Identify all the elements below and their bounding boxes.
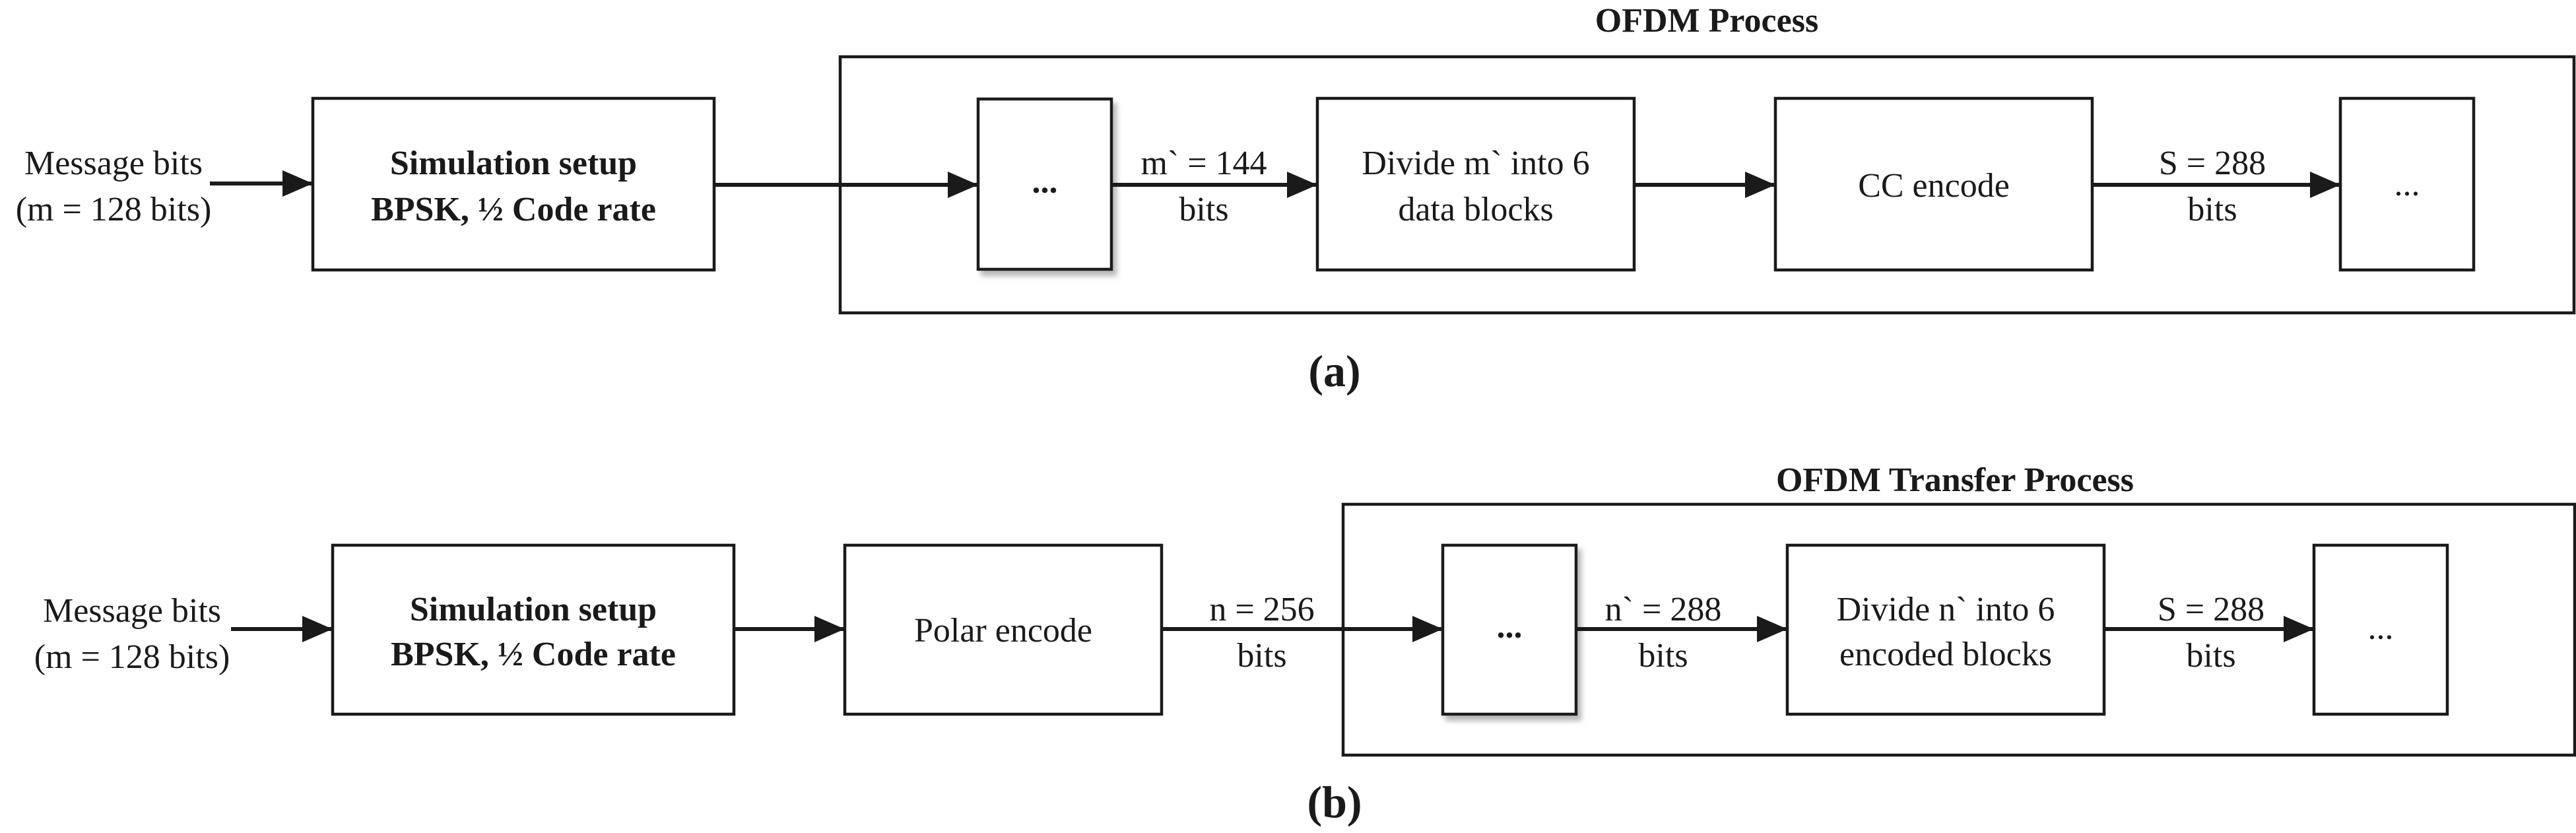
edge-m-prime-line2: bits [1179, 191, 1228, 228]
ellipsis-right: ... [2394, 166, 2420, 203]
ellipsis-left-b: ... [1497, 608, 1523, 646]
ofdm-process-title: OFDM Process [1595, 2, 1818, 40]
input-label-line1: Message bits [24, 145, 203, 182]
edge-n-line2: bits [1237, 637, 1286, 675]
ellipsis-left: ... [1032, 163, 1058, 201]
ellipsis-box-left-b [1441, 543, 1578, 716]
edge-s-line1: S = 288 [2159, 145, 2266, 182]
edge-n-prime-line2: bits [1638, 637, 1688, 675]
panel-a: OFDM Process Message bits (m = 128 bits)… [16, 2, 2576, 396]
divide-data-blocks-box [1315, 96, 1636, 272]
simulation-setup-box [311, 96, 716, 272]
divide-line2: data blocks [1398, 191, 1553, 228]
ellipsis-box-left [976, 97, 1113, 271]
cc-encode-label: CC encode [1858, 167, 2010, 205]
input-label-line2: (m = 128 bits) [16, 191, 212, 228]
polar-encode-label: Polar encode [914, 612, 1092, 650]
input-label-line1-b: Message bits [43, 592, 221, 630]
edge-n-prime-line1: n` = 288 [1605, 591, 1722, 628]
divide-encoded-blocks-box [1785, 543, 2106, 716]
setup-line1-b: Simulation setup [410, 591, 657, 628]
ofdm-transfer-title: OFDM Transfer Process [1776, 461, 2134, 499]
ellipsis-box-right-b [2312, 543, 2449, 716]
edge-m-prime-line1: m` = 144 [1140, 145, 1267, 182]
divide-line1: Divide m` into 6 [1362, 145, 1589, 182]
divide-line2-b: encoded blocks [1839, 636, 2052, 673]
edge-s-line1-b: S = 288 [2158, 591, 2264, 628]
setup-line2-b: BPSK, ½ Code rate [391, 636, 676, 673]
setup-line2: BPSK, ½ Code rate [371, 191, 656, 228]
divide-line1-b: Divide n` into 6 [1837, 591, 2055, 628]
polar-encode-box [843, 543, 1164, 716]
input-label-line2-b: (m = 128 bits) [34, 638, 230, 676]
ellipsis-right-b: ... [2368, 609, 2394, 647]
cc-encode-box [1773, 96, 2094, 272]
setup-line1: Simulation setup [390, 145, 637, 182]
caption-b: (b) [1307, 777, 1362, 827]
caption-a: (a) [1308, 346, 1360, 396]
simulation-setup-box-b [331, 543, 736, 716]
edge-s-line2-b: bits [2186, 637, 2235, 675]
ellipsis-box-right [2338, 96, 2476, 272]
edge-n-line1: n = 256 [1209, 591, 1314, 628]
edge-s-line2: bits [2187, 191, 2237, 228]
panel-b: OFDM Transfer Process Message bits (m = … [34, 461, 2576, 827]
